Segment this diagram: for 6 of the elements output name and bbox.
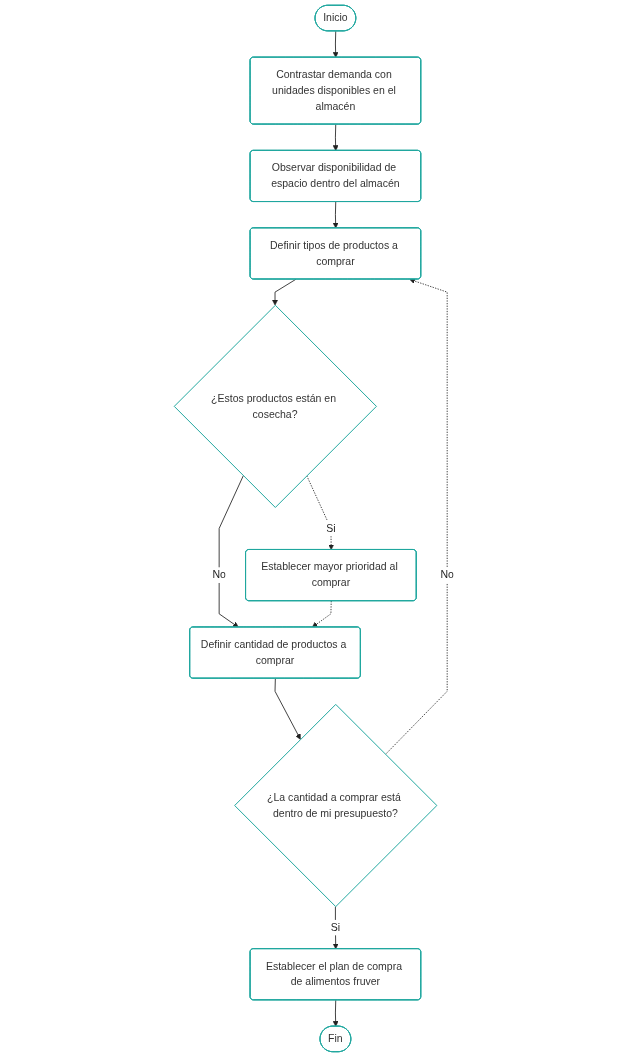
edge-label: No [212,569,227,581]
node-diamond: ¿La cantidad a comprar está dentro de mi presupuesto? [234,703,438,908]
node-diamond: ¿Estos productos están en cosecha? [174,304,378,508]
edge-label: Si [326,522,336,534]
edge-label: Si [331,921,341,933]
edge-label: No [440,569,455,581]
